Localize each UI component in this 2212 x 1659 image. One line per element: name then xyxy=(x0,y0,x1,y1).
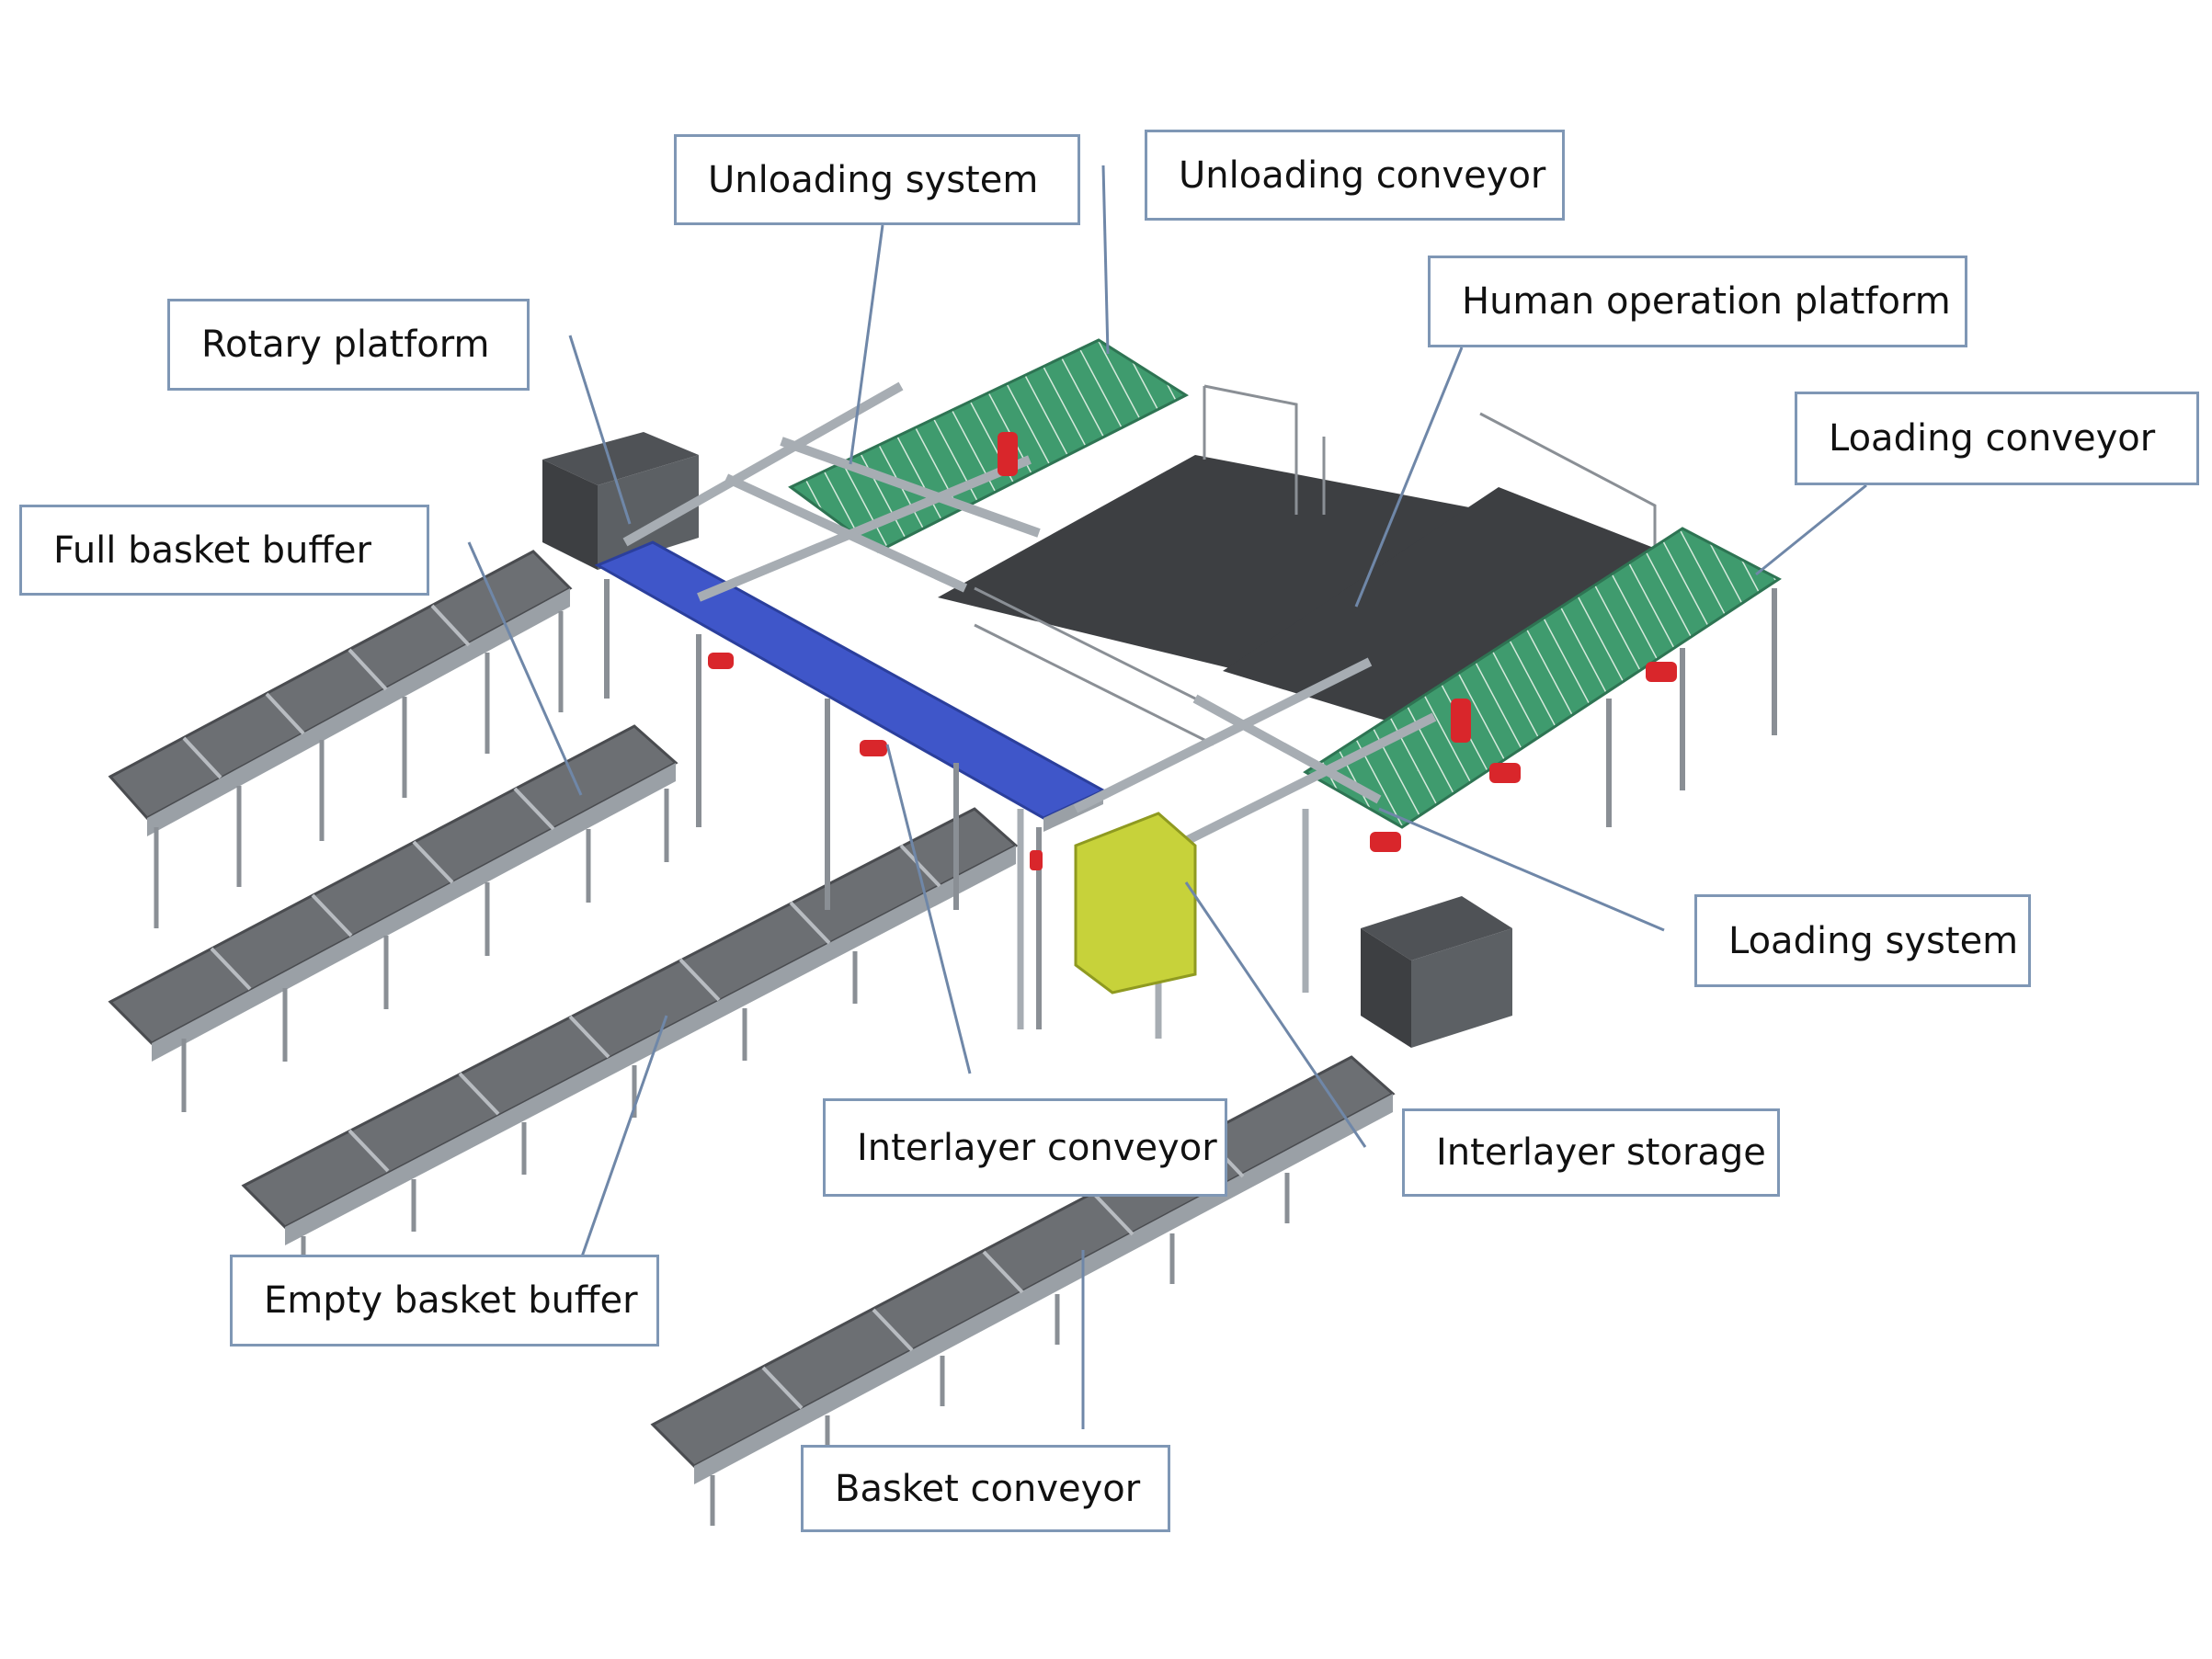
leader-interlayer-storage xyxy=(1184,881,1367,1148)
label-basket-conveyor: Basket conveyor xyxy=(801,1445,1170,1532)
leader-lines xyxy=(467,165,1867,1429)
leader-loading-conveyor xyxy=(1755,483,1867,576)
drive-motors xyxy=(708,432,1677,870)
loading-conveyor-belt xyxy=(1303,527,1782,829)
leader-loading-system xyxy=(1378,807,1665,932)
leader-full-basket-buffer xyxy=(467,541,583,796)
leader-human-operation-platform xyxy=(1354,347,1464,608)
label-empty-basket-buffer: Empty basket buffer xyxy=(230,1255,659,1347)
label-unloading-system: Unloading system xyxy=(674,134,1080,225)
label-interlayer-storage: Interlayer storage xyxy=(1402,1108,1780,1197)
interlayer-storage-unit xyxy=(1074,812,1197,994)
label-unloading-conveyor: Unloading conveyor xyxy=(1145,130,1565,221)
full-basket-buffer-row-2 xyxy=(108,724,678,1112)
leader-unloading-conveyor xyxy=(1101,165,1110,355)
leader-empty-basket-buffer xyxy=(579,1015,668,1260)
interlayer-storage-bin xyxy=(1361,896,1512,1048)
label-full-basket-buffer: Full basket buffer xyxy=(19,505,429,596)
leader-unloading-system xyxy=(849,224,884,465)
leader-interlayer-conveyor xyxy=(885,744,972,1074)
label-loading-system: Loading system xyxy=(1694,894,2031,987)
label-interlayer-conveyor: Interlayer conveyor xyxy=(823,1098,1227,1197)
rotary-platform-box xyxy=(542,432,699,570)
label-rotary-platform: Rotary platform xyxy=(167,299,530,391)
label-loading-conveyor: Loading conveyor xyxy=(1795,392,2199,485)
full-basket-buffer-row-1 xyxy=(108,550,573,928)
label-human-operation-platform: Human operation platform xyxy=(1428,256,1967,347)
leader-rotary-platform xyxy=(568,335,632,525)
unloading-system-frame xyxy=(622,381,1041,602)
